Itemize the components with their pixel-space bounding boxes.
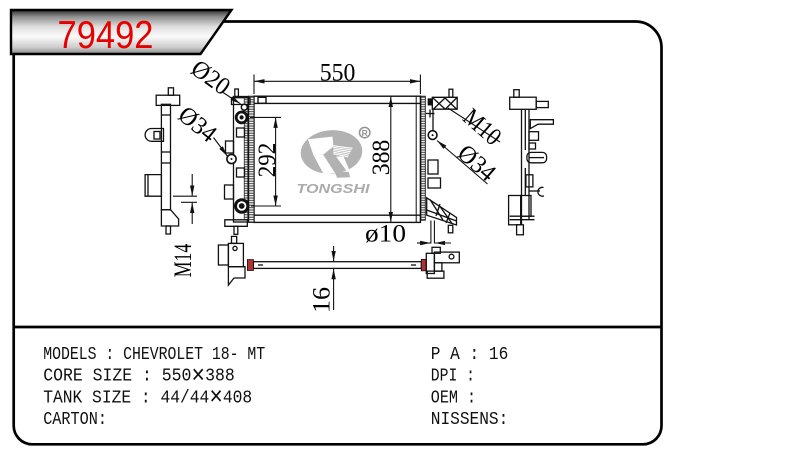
svg-text:OEM :: OEM : [431, 386, 476, 408]
svg-text:16: 16 [309, 287, 336, 313]
svg-text:388: 388 [368, 140, 395, 176]
svg-text:MODELS : CHEVROLET 18- MT: MODELS : CHEVROLET 18- MT [43, 343, 265, 365]
svg-text:550: 550 [320, 59, 356, 86]
svg-text:292: 292 [254, 143, 281, 178]
svg-text:79492: 79492 [58, 14, 154, 57]
svg-text:ø10: ø10 [365, 220, 406, 247]
svg-text:CORE SIZE : 550×388: CORE SIZE : 550×388 [43, 361, 235, 391]
svg-text:NISSENS:: NISSENS: [431, 408, 509, 430]
svg-text:R: R [362, 128, 368, 138]
svg-text:CARTON:: CARTON: [43, 408, 107, 430]
svg-text:TONGSHI: TONGSHI [297, 182, 371, 196]
svg-text:DPI :: DPI : [431, 365, 475, 387]
svg-text:M14: M14 [170, 243, 197, 277]
svg-text:P A : 16: P A : 16 [431, 343, 509, 365]
svg-text:TANK SIZE : 44/44×408: TANK SIZE : 44/44×408 [43, 383, 252, 413]
